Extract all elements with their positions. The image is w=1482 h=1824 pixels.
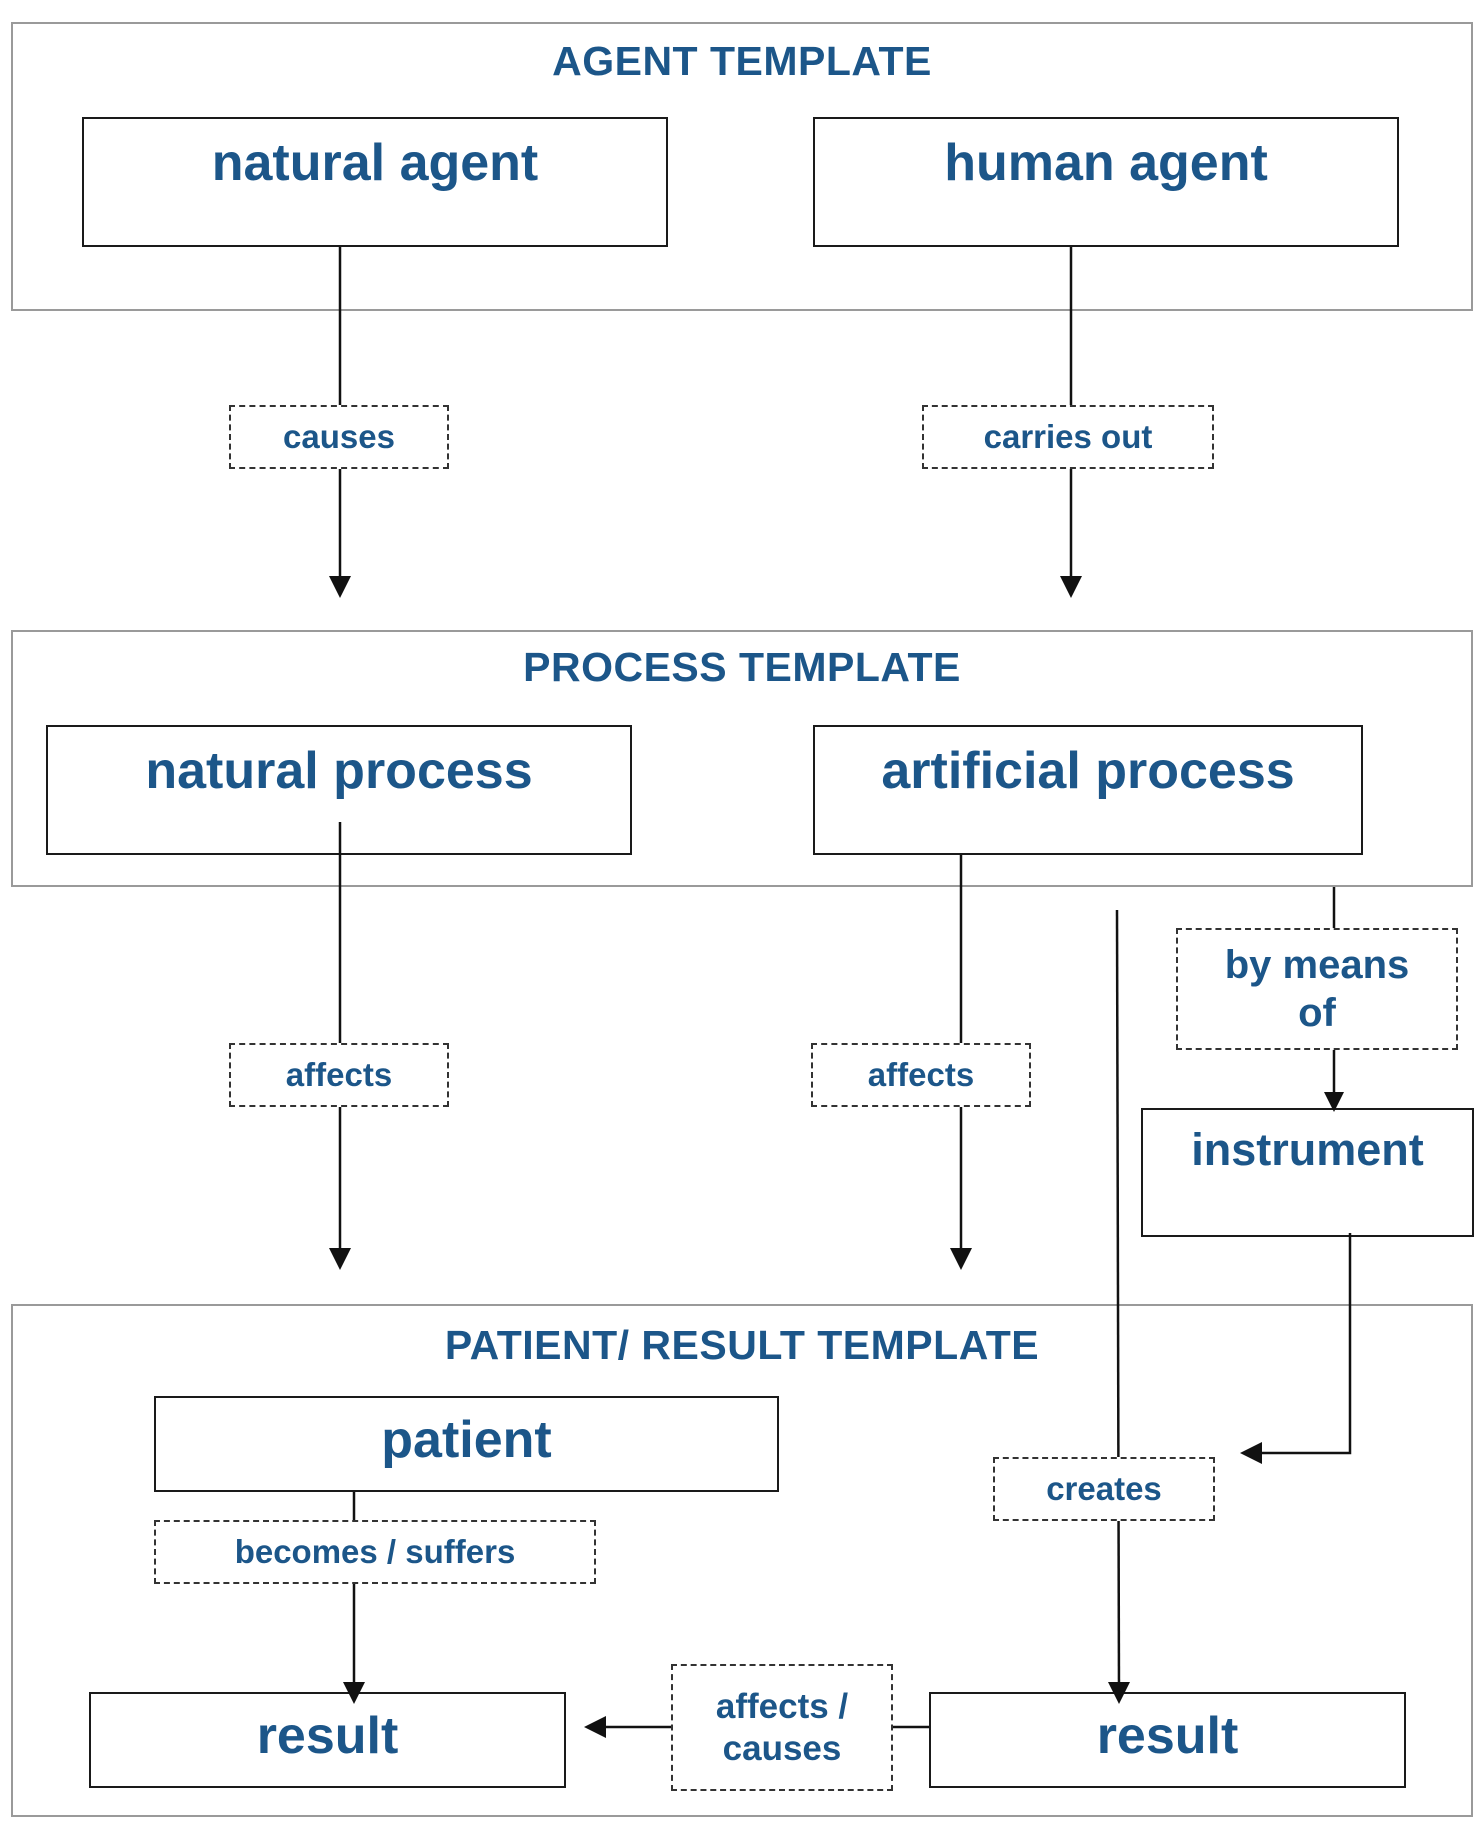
becomes-suffers-label-box: becomes / suffers: [154, 1520, 596, 1584]
artificial-process-label: artificial process: [881, 742, 1295, 800]
affects-causes-label: affects / causes: [715, 1686, 849, 1768]
by-means-of-label: by means of: [1224, 943, 1410, 1035]
by-means-of-arrowhead: [1324, 1092, 1344, 1112]
human-agent-label: human agent: [944, 134, 1268, 192]
creates-arrowhead: [1108, 1682, 1130, 1704]
affects-artificial-arrowhead: [950, 1248, 972, 1270]
natural-agent-label: natural agent: [211, 134, 539, 192]
result-right-label: result: [1096, 1707, 1239, 1765]
causes-label: causes: [283, 418, 395, 456]
process-template-title: PROCESS TEMPLATE: [523, 644, 961, 690]
carries-out-label-box: carries out: [922, 405, 1214, 469]
carries-out-arrowhead: [1060, 576, 1082, 598]
agent-template-title: AGENT TEMPLATE: [552, 38, 932, 84]
becomes-suffers-label: becomes / suffers: [234, 1533, 516, 1571]
affects-artificial-label: affects: [867, 1056, 975, 1094]
natural-process-label: natural process: [145, 742, 533, 800]
instrument-to-creates-connector: [1255, 1233, 1352, 1455]
instrument-to-creates-arrowhead: [1240, 1442, 1262, 1464]
patient-label: patient: [381, 1411, 552, 1469]
causes-arrowhead: [329, 576, 351, 598]
creates-label: creates: [1046, 1470, 1162, 1508]
creates-connector: [1115, 909, 1121, 1697]
patient-box: patient: [154, 1396, 779, 1492]
natural-agent-box: natural agent: [82, 117, 668, 247]
creates-label-box: creates: [993, 1457, 1215, 1521]
affects-causes-label-box: affects / causes: [671, 1664, 893, 1791]
by-means-of-label-box: by means of: [1176, 928, 1458, 1050]
instrument-box: instrument: [1141, 1108, 1474, 1237]
affects-natural-arrowhead: [329, 1248, 351, 1270]
carries-out-label: carries out: [983, 418, 1153, 456]
becomes-suffers-arrowhead: [343, 1682, 365, 1704]
affects-artificial-label-box: affects: [811, 1043, 1031, 1107]
natural-process-box: natural process: [46, 725, 632, 855]
patient-result-template-title: PATIENT/ RESULT TEMPLATE: [444, 1322, 1040, 1368]
affects-causes-arrowhead: [584, 1716, 606, 1738]
instrument-label: instrument: [1191, 1124, 1424, 1175]
affects-natural-label-box: affects: [229, 1043, 449, 1107]
artificial-process-box: artificial process: [813, 725, 1363, 855]
affects-natural-label: affects: [285, 1056, 393, 1094]
result-left-box: result: [89, 1692, 566, 1788]
result-left-label: result: [256, 1707, 399, 1765]
causes-label-box: causes: [229, 405, 449, 469]
result-right-box: result: [929, 1692, 1406, 1788]
human-agent-box: human agent: [813, 117, 1399, 247]
